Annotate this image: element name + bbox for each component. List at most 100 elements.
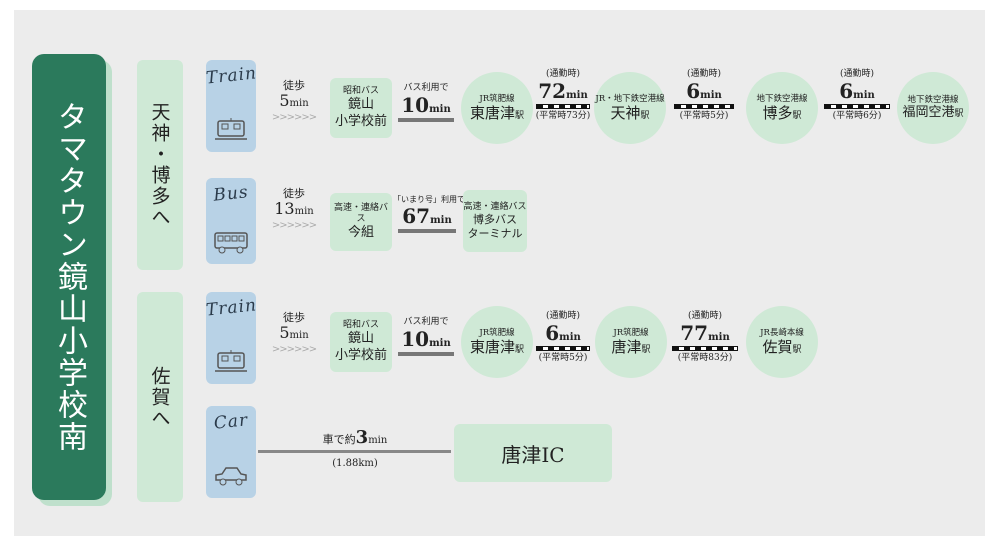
walk-arrows: >>>>>> — [271, 111, 317, 123]
car-icon — [215, 467, 247, 486]
stop-line: 昭和バス — [342, 86, 379, 97]
walk-arrows: >>>>>> — [271, 219, 317, 231]
segment-label: バス利用で — [403, 317, 449, 327]
station-line: JR筑肥線 — [479, 93, 515, 104]
destination-saga: 佐賀へ — [137, 292, 183, 502]
train-icon — [215, 350, 247, 372]
bus-ride-segment: バス利用で 10min — [395, 83, 457, 122]
segment-unit: min — [429, 337, 451, 349]
station-line: 地下鉄空港線 — [756, 93, 808, 104]
stop-name: 今組 — [347, 225, 374, 241]
station-name: 福岡空港 — [902, 105, 955, 121]
segment-normal: (平常時5分) — [538, 352, 588, 363]
bus-line — [398, 228, 456, 233]
mode-bus-label: Bus — [212, 182, 250, 206]
walk-label: 徒歩 — [283, 311, 305, 324]
station-tenjin: JR・地下鉄空港線 天神駅 — [594, 72, 666, 144]
drive-distance: (1.88km) — [332, 458, 378, 469]
rail-segment: (通勤時) 77min (平常時83分) — [670, 311, 740, 364]
segment-normal: (平常時6分) — [832, 110, 882, 121]
segment-value: 77 — [680, 320, 709, 345]
rail-segment: (通勤時) 72min (平常時73分) — [533, 69, 593, 122]
destination-label: 天神・博多へ — [148, 102, 171, 228]
segment-label: (通勤時) — [687, 311, 723, 321]
segment-unit: min — [700, 89, 722, 101]
walk-unit: min — [289, 98, 309, 110]
stop-name: 小学校前 — [334, 113, 387, 129]
station-higashikaratsu: JR筑肥線 東唐津駅 — [461, 72, 533, 144]
mode-car-label: Car — [212, 410, 250, 434]
station-name: 東唐津 — [469, 104, 515, 123]
segment-value: 10 — [401, 326, 430, 351]
bus-line — [398, 117, 454, 122]
rail-line — [536, 345, 590, 351]
karatsu-ic-box: 唐津IC — [454, 424, 612, 482]
station-line: JR筑肥線 — [613, 327, 649, 338]
mode-train-label: Train — [205, 63, 258, 89]
bus-stop-kagamiyama: 昭和バス 鏡山 小学校前 — [330, 312, 392, 372]
train-icon — [215, 118, 247, 140]
rail-line — [672, 345, 738, 351]
bus-stop-kagamiyama: 昭和バス 鏡山 小学校前 — [330, 78, 392, 138]
walk-value: 13 — [274, 199, 295, 219]
segment-value: 72 — [538, 78, 567, 103]
station-name: 天神 — [610, 104, 641, 123]
station-higashikaratsu: JR筑肥線 東唐津駅 — [461, 306, 533, 378]
bus-ride-segment: 「いまり号」利用で 67min — [393, 195, 465, 233]
walk-unit: min — [289, 330, 309, 342]
mode-train: Train — [205, 292, 258, 384]
rail-line — [674, 103, 734, 109]
segment-normal: (平常時5分) — [679, 110, 729, 121]
stop-name: ターミナル — [467, 226, 523, 240]
walk-segment: 徒歩 13min >>>>>> — [264, 187, 324, 231]
station-saga: JR長崎本線 佐賀駅 — [746, 306, 818, 378]
station-karatsu: JR筑肥線 唐津駅 — [595, 306, 667, 378]
rail-line — [824, 103, 890, 109]
rail-segment: (通勤時) 6min (平常時6分) — [822, 69, 892, 122]
walk-segment: 徒歩 5min >>>>>> — [264, 79, 324, 123]
station-line: JR筑肥線 — [479, 327, 515, 338]
rail-segment: (通勤時) 6min (平常時5分) — [533, 311, 593, 364]
stop-line: 昭和バス — [342, 320, 379, 331]
stop-name: 鏡山 — [347, 97, 374, 113]
segment-unit: min — [853, 89, 875, 101]
drive-segment: 車で約3min — [300, 428, 410, 448]
rail-line — [536, 103, 590, 109]
bus-icon — [214, 232, 248, 254]
destination-tenjin-hakata: 天神・博多へ — [137, 60, 183, 270]
origin-box: タマタウン鏡山小学校南 — [32, 54, 106, 500]
station-line: JR・地下鉄空港線 — [595, 93, 665, 104]
bus-line — [398, 351, 454, 356]
drive-label: 車で約 — [322, 433, 356, 446]
station-suffix: 駅 — [515, 345, 525, 356]
origin-label: タマタウン鏡山小学校南 — [52, 101, 87, 453]
segment-value: 6 — [686, 78, 701, 103]
hakata-bus-terminal: 高速・連絡バス 博多バス ターミナル — [463, 190, 527, 252]
station-suffix: 駅 — [641, 345, 651, 356]
mode-bus: Bus — [206, 178, 256, 264]
station-suffix: 駅 — [792, 345, 802, 356]
station-suffix: 駅 — [954, 109, 964, 120]
drive-unit: min — [368, 435, 388, 446]
segment-label: (通勤時) — [839, 69, 875, 79]
segment-unit: min — [708, 331, 730, 343]
station-suffix: 駅 — [515, 111, 525, 122]
road-line — [258, 450, 451, 453]
segment-value: 6 — [545, 320, 560, 345]
segment-label: (通勤時) — [545, 69, 581, 79]
walk-label: 徒歩 — [283, 187, 305, 200]
segment-unit: min — [430, 214, 452, 226]
segment-label: (通勤時) — [545, 311, 581, 321]
segment-unit: min — [429, 103, 451, 115]
destination-label: 佐賀へ — [148, 365, 171, 429]
segment-value: 10 — [401, 92, 430, 117]
segment-label: (通勤時) — [686, 69, 722, 79]
station-fukuoka-airport: 地下鉄空港線 福岡空港駅 — [897, 72, 969, 144]
station-name: 博多 — [762, 104, 793, 123]
stop-line: 高速・連絡バス — [333, 202, 388, 224]
station-name: 唐津 — [611, 338, 642, 357]
segment-unit: min — [559, 331, 581, 343]
stop-name: 博多バス — [473, 212, 517, 226]
mode-train: Train — [205, 60, 258, 152]
walk-label: 徒歩 — [283, 79, 305, 92]
